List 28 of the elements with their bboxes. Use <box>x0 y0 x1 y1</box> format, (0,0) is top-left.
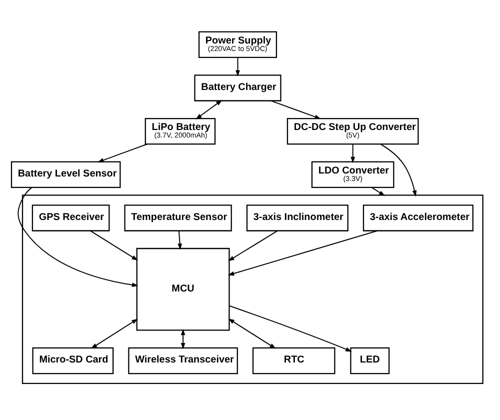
arrow <box>380 143 417 196</box>
arrow <box>236 56 240 76</box>
node-box: RTC <box>252 346 336 374</box>
arrow <box>350 143 356 163</box>
arrow <box>228 230 378 276</box>
arrow <box>180 328 186 349</box>
arrow <box>196 99 222 119</box>
node-box: 3-axis Accelerometer <box>362 204 474 231</box>
node-box: LED <box>350 346 390 374</box>
node-box: MCU <box>136 247 230 330</box>
arrow <box>371 186 386 196</box>
node-box: Battery Charger <box>194 74 282 101</box>
arrow <box>90 318 138 348</box>
node-box: Temperature Sensor <box>124 204 232 231</box>
node-box: 3-axis Inclinometer <box>246 204 348 231</box>
arrow <box>229 304 352 352</box>
node-box: GPS Receiver <box>32 204 110 231</box>
arrow <box>97 143 148 162</box>
arrow <box>228 230 278 261</box>
arrow <box>178 230 182 250</box>
arrow <box>228 318 276 348</box>
cluster <box>22 194 484 384</box>
arrow <box>270 100 322 118</box>
node-box: Wireless Transceiver <box>128 346 238 374</box>
node-box: Micro-SD Card <box>32 346 114 374</box>
arrow <box>90 230 138 260</box>
node-box: Battery Level Sensor <box>10 160 121 188</box>
arrow <box>18 186 138 287</box>
